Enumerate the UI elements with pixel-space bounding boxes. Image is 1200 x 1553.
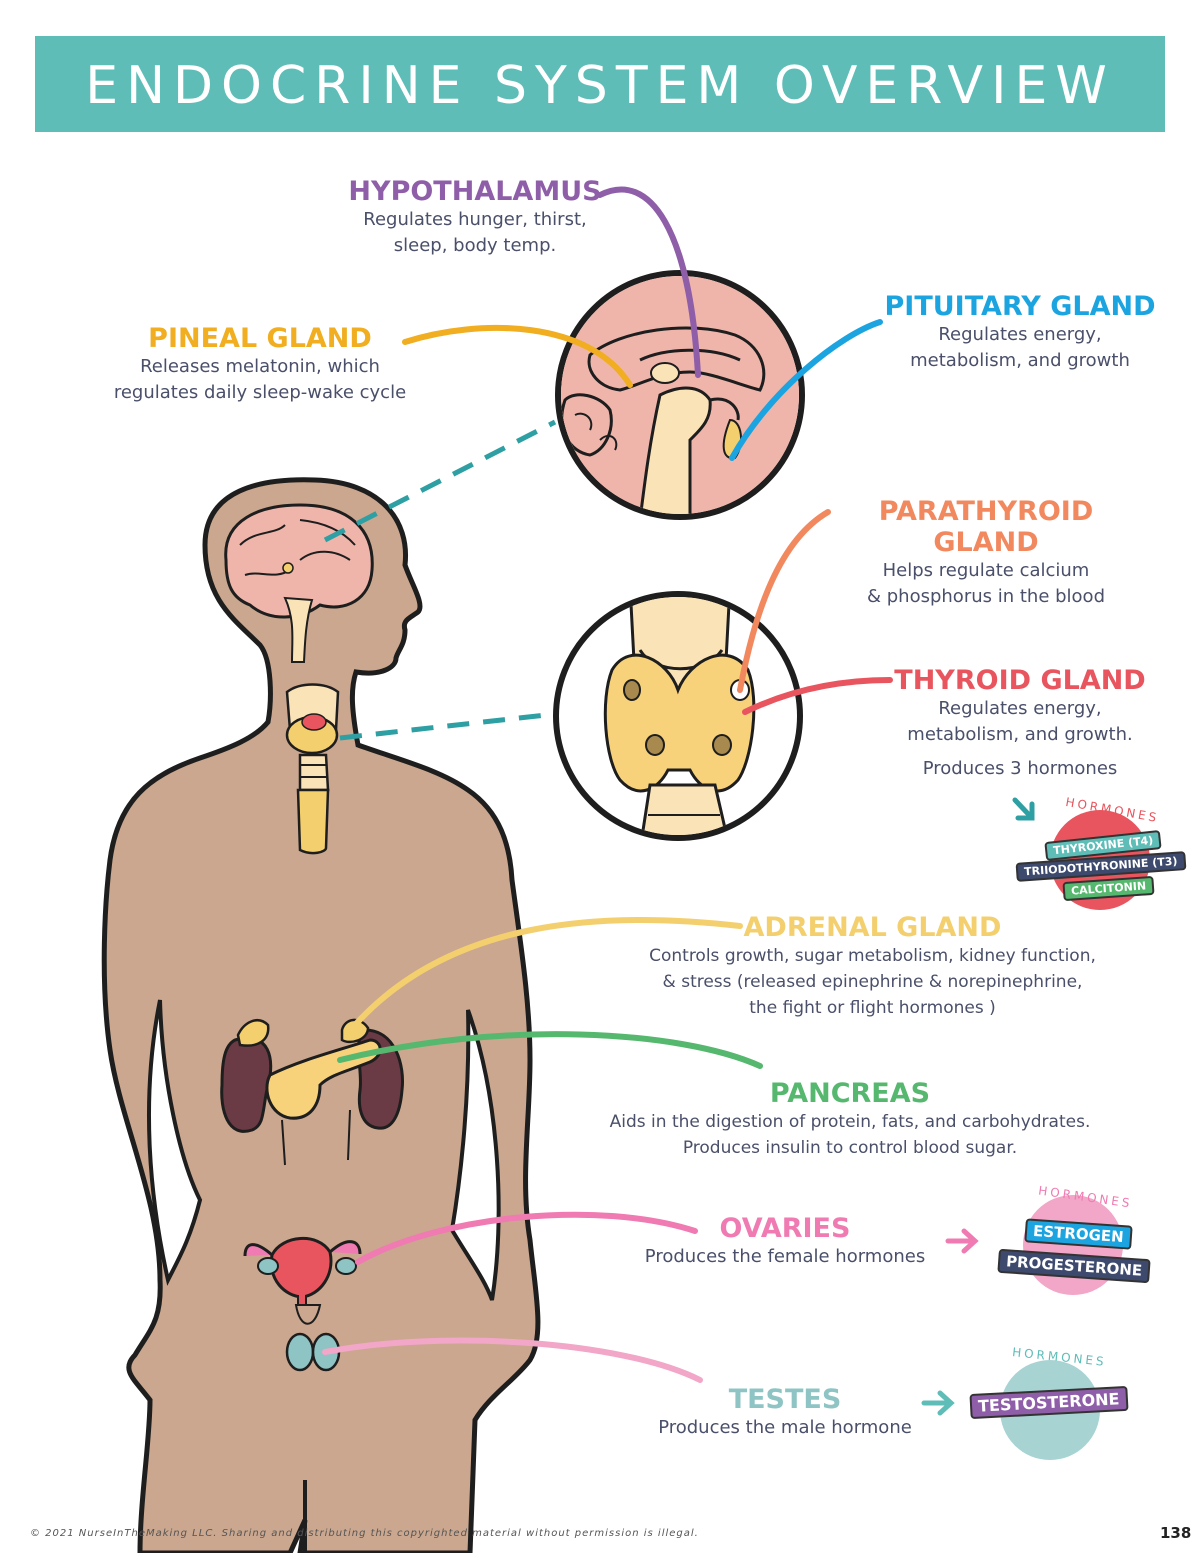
vagina — [297, 1295, 307, 1306]
body-thyroid-red — [301, 713, 327, 731]
ovaries-name: OVARIES — [719, 1213, 851, 1244]
title-banner: ENDOCRINE SYSTEM OVERVIEW — [35, 36, 1165, 132]
body-brainstem — [283, 596, 314, 663]
pineal-desc-2: regulates daily sleep-wake cycle — [113, 382, 407, 403]
hypothalamus-name: HYPOTHALAMUS — [348, 176, 602, 207]
testes-arrow-icon — [921, 1390, 955, 1416]
hypothalamus-desc-2: sleep, body temp. — [393, 235, 557, 256]
pituitary-leader — [729, 319, 883, 461]
right-adrenal — [340, 1018, 370, 1044]
pineal-leader — [402, 324, 633, 388]
right-ovary — [335, 1257, 357, 1275]
pituitary-label: PITUITARY GLAND Regulates energy, metabo… — [880, 291, 1160, 374]
pancreas-desc-1: Aids in the digestion of protein, fats, … — [609, 1112, 1091, 1132]
body-thymus — [296, 788, 330, 855]
pituitary-desc-1: Regulates energy, — [938, 324, 1102, 345]
zoomed-brain — [561, 276, 799, 514]
fallopian-tubes — [243, 1240, 362, 1257]
hypothalamus-desc-1: Regulates hunger, thirst, — [363, 209, 587, 230]
adrenal-leader — [352, 916, 743, 1028]
pineal-name: PINEAL GLAND — [148, 323, 372, 354]
thyroid-desc-3: Produces 3 hormones — [922, 758, 1118, 779]
adrenal-desc-3: the fight or flight hormones ) — [749, 998, 996, 1018]
parathyroid-label: PARATHYROID GLAND Helps regulate calcium… — [830, 496, 1142, 610]
pancreas-desc-2: Produces insulin to control blood sugar. — [682, 1138, 1018, 1158]
parathyroid-name: PARATHYROID GLAND — [878, 496, 1094, 558]
thyroid-desc-2: metabolism, and growth. — [907, 724, 1133, 745]
thyroid-desc-1: Regulates energy, — [938, 698, 1102, 719]
ovaries-label: OVARIES Produces the female hormones — [620, 1213, 950, 1270]
body-pineal-dot — [282, 562, 294, 574]
parathyroid-desc-2: & phosphorus in the blood — [866, 586, 1105, 607]
left-adrenal — [236, 1019, 270, 1047]
hypothalamus-label: HYPOTHALAMUS Regulates hunger, thirst, s… — [345, 176, 605, 259]
parathyroid-desc-1: Helps regulate calcium — [882, 560, 1090, 581]
page-title: ENDOCRINE SYSTEM OVERVIEW — [85, 56, 1115, 116]
uterus — [269, 1237, 333, 1299]
thyroid-arrow-icon — [1012, 797, 1035, 821]
left-ovary — [257, 1257, 279, 1275]
parathyroid-leader — [737, 509, 831, 693]
penis — [294, 1304, 322, 1325]
adrenal-desc-1: Controls growth, sugar metabolism, kidne… — [649, 946, 1096, 966]
thyroid-leader — [742, 677, 893, 715]
body-trachea — [298, 753, 330, 792]
ovaries-arrow-icon — [945, 1228, 979, 1254]
testes-desc-1: Produces the male hormone — [658, 1417, 912, 1438]
thyroid-dashed-connector — [339, 711, 556, 741]
pancreas-leader — [337, 1031, 763, 1069]
page-number: 138 — [1160, 1524, 1192, 1542]
ovaries-leader — [355, 1211, 698, 1265]
brain-folds — [239, 519, 356, 576]
left-testis — [285, 1332, 315, 1372]
testes-label: TESTES Produces the male hormone — [630, 1384, 940, 1441]
left-kidney — [220, 1036, 273, 1133]
pancreas-name: PANCREAS — [769, 1078, 931, 1109]
ureters — [281, 1109, 351, 1166]
pancreas-label: PANCREAS Aids in the digestion of protei… — [570, 1078, 1130, 1161]
testes-name: TESTES — [728, 1384, 842, 1415]
thyroid-name: THYROID GLAND — [894, 665, 1146, 696]
brain-dashed-connector — [323, 419, 557, 543]
testes-leader — [322, 1337, 703, 1383]
ovaries-desc-1: Produces the female hormones — [644, 1246, 926, 1267]
copyright-footer: © 2021 NurseInTheMaking LLC. Sharing and… — [30, 1528, 699, 1539]
pineal-desc-1: Releases melatonin, which — [140, 356, 380, 377]
thyroid-label: THYROID GLAND Regulates energy, metaboli… — [880, 665, 1160, 782]
hypothalamus-leader — [597, 186, 701, 378]
pituitary-desc-2: metabolism, and growth — [910, 350, 1130, 371]
body-trachea-rings — [300, 764, 327, 778]
pineal-label: PINEAL GLAND Releases melatonin, which r… — [100, 323, 420, 406]
left-arm-gap — [147, 999, 203, 1286]
pituitary-name: PITUITARY GLAND — [884, 291, 1156, 322]
adrenal-desc-2: & stress (released epinephrine & norepin… — [662, 972, 1083, 992]
body-silhouette — [101, 477, 541, 1553]
adrenal-label: ADRENAL GLAND Controls growth, sugar met… — [600, 912, 1145, 1021]
adrenal-name: ADRENAL GLAND — [743, 912, 1002, 943]
